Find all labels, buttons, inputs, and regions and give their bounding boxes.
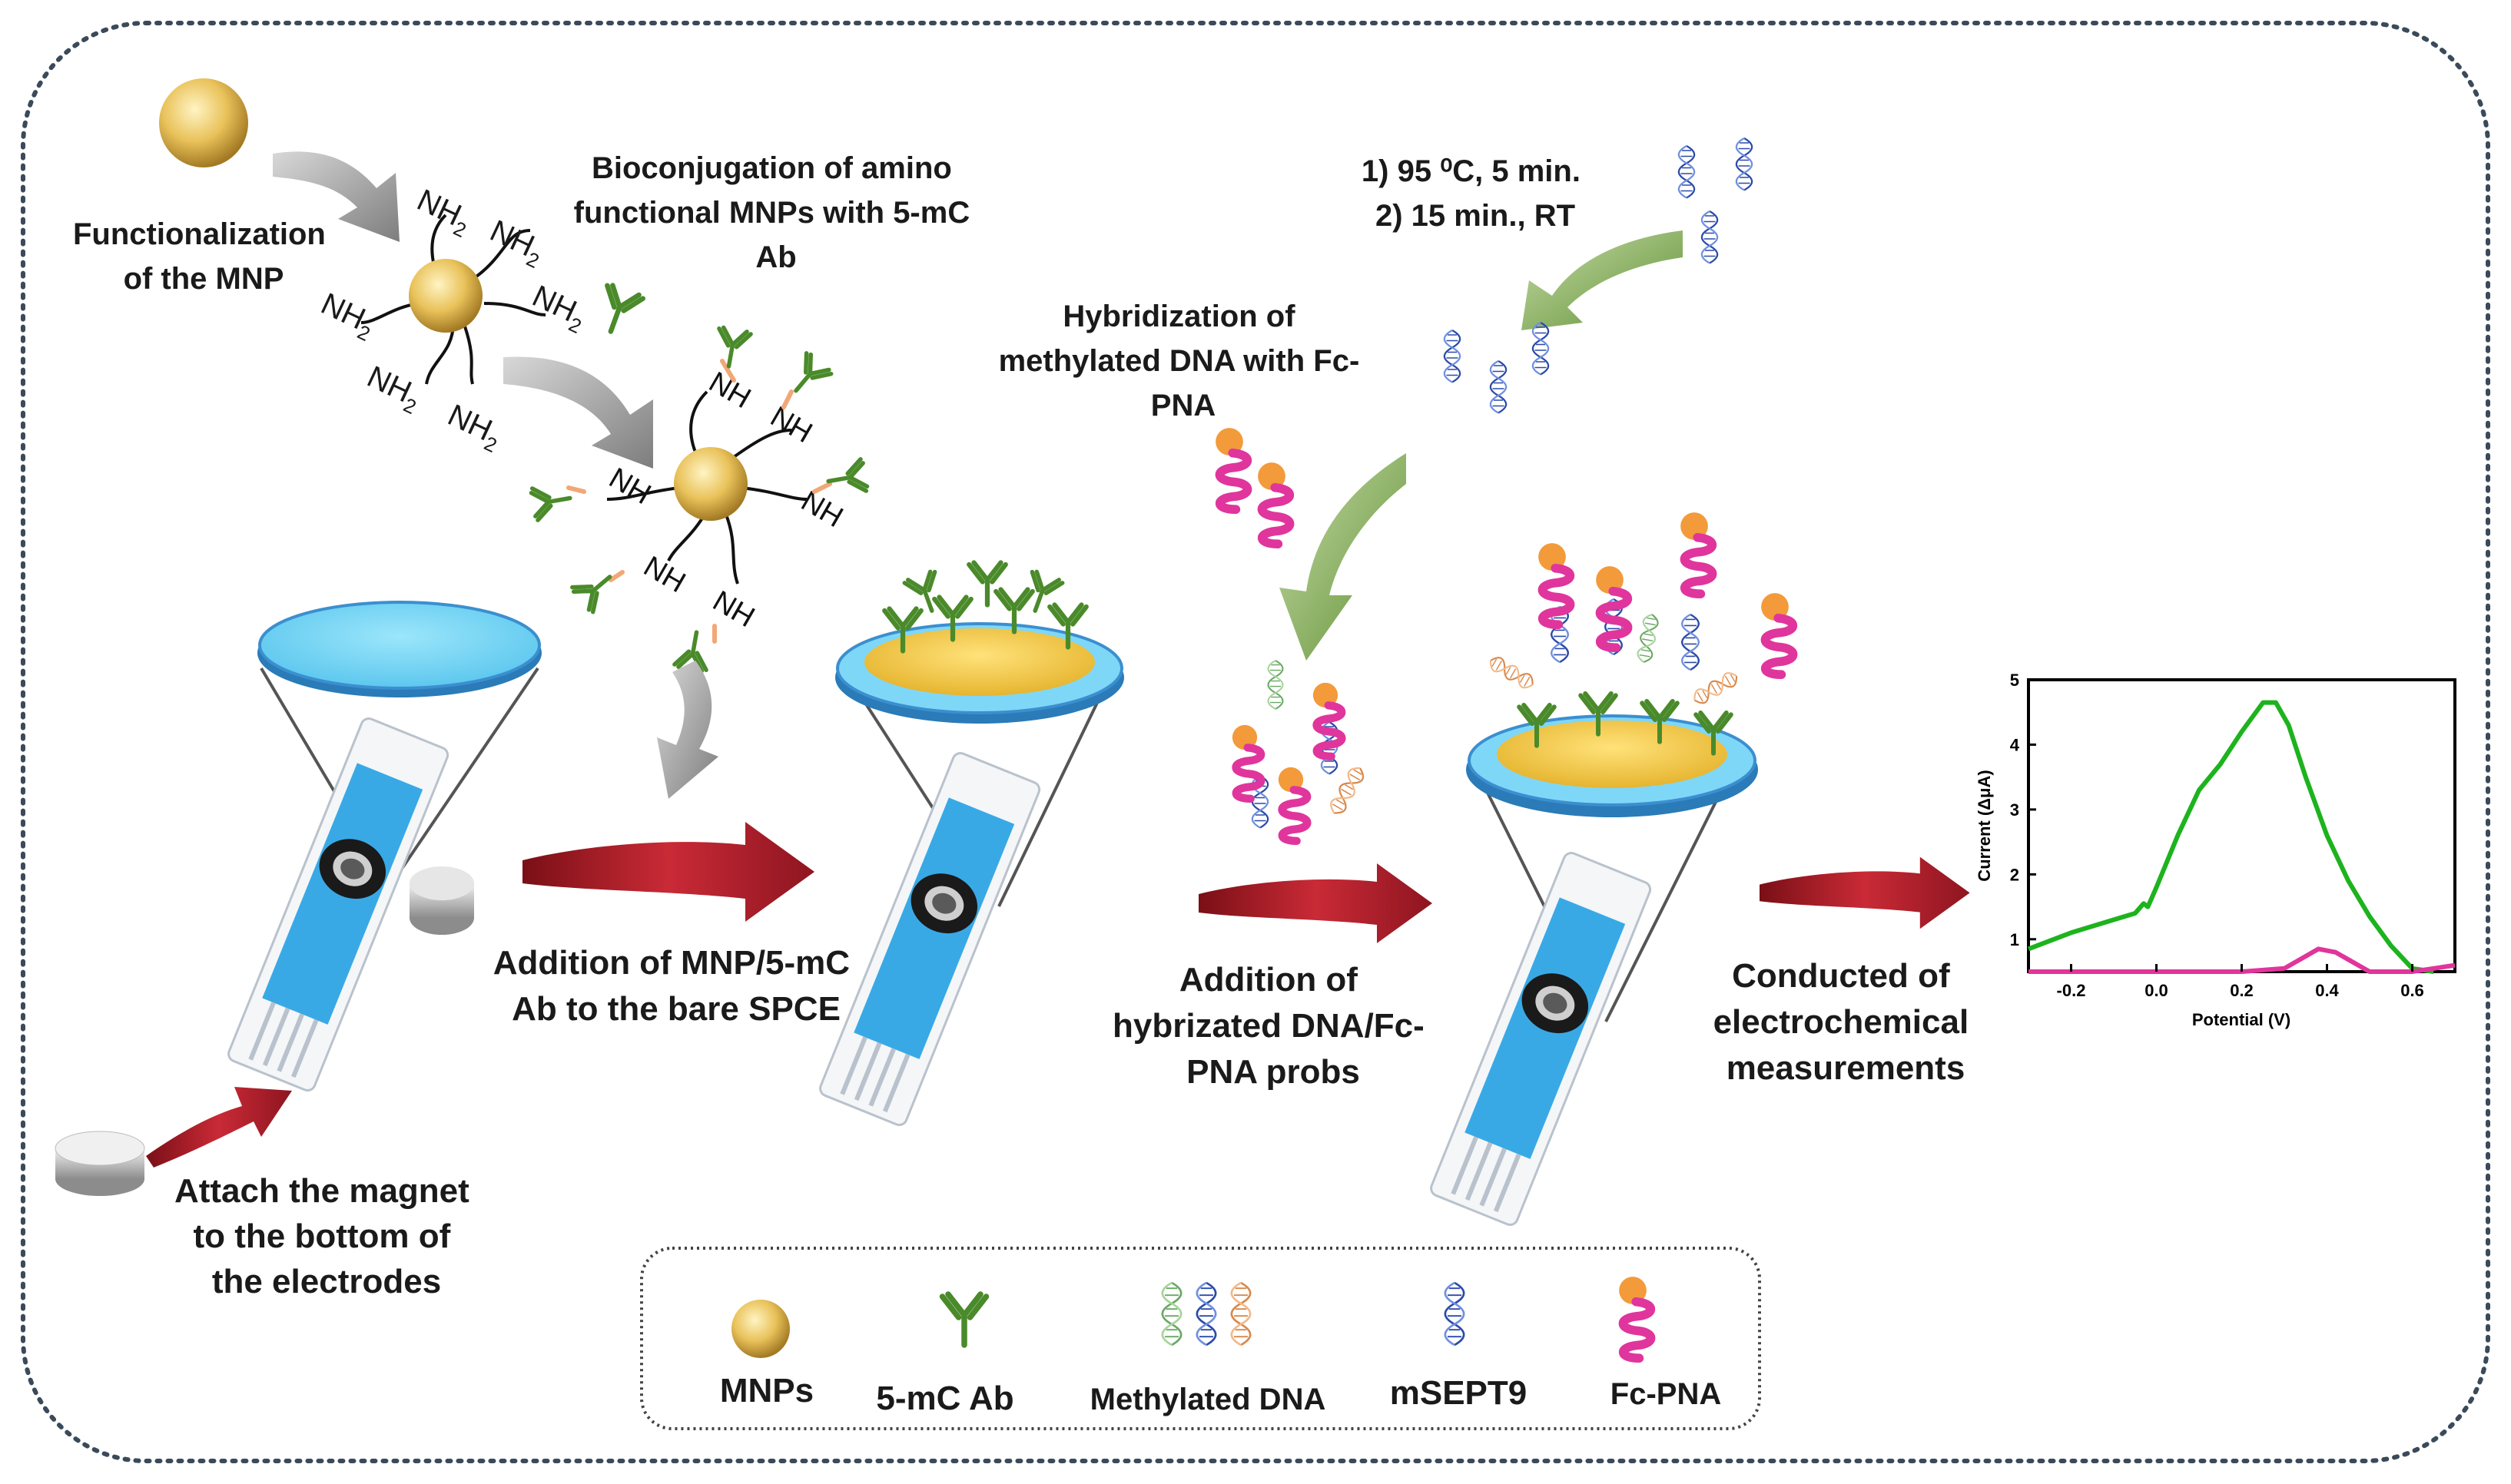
chart-x-tick-label: 0.0 bbox=[2144, 981, 2168, 1000]
legend-box bbox=[640, 1247, 1761, 1430]
chart-y-tick-label: 1 bbox=[2010, 930, 2019, 949]
svg-text:NH: NH bbox=[639, 550, 692, 599]
svg-text:NH2: NH2 bbox=[525, 279, 592, 338]
mnp-bare-icon bbox=[159, 78, 248, 167]
chart-x-axis-label: Potential (V) bbox=[2192, 1010, 2290, 1029]
chart-x-tick-label: 0.2 bbox=[2230, 981, 2254, 1000]
gray-arrow-1 bbox=[273, 151, 400, 242]
electrode-strip-3 bbox=[1429, 851, 1653, 1227]
chart-y-tick-label: 3 bbox=[2010, 800, 2019, 820]
magnet-under-strip-1 bbox=[410, 866, 474, 935]
chart-x-tick-label: 0.4 bbox=[2315, 981, 2339, 1000]
svg-text:NH2: NH2 bbox=[440, 398, 507, 457]
measurement-label: Conducted of electrochemical measurement… bbox=[1713, 957, 1979, 1087]
mnp-icon bbox=[731, 1300, 790, 1358]
legend-label-msept9: mSEPT9 bbox=[1390, 1374, 1527, 1412]
chart-y-tick-label: 2 bbox=[2010, 865, 2019, 884]
svg-text:NH2: NH2 bbox=[410, 183, 476, 242]
magnet-icon bbox=[55, 1131, 145, 1196]
chart-x-tick-label: 0.6 bbox=[2400, 981, 2424, 1000]
legend: MNPs 5-mC Ab Methylated DNA mSEPT9 Fc-PN… bbox=[720, 1277, 1721, 1417]
chart-x-tick-label: -0.2 bbox=[2057, 981, 2086, 1000]
figure-border bbox=[21, 21, 2490, 1463]
svg-text:NH: NH bbox=[796, 485, 849, 534]
hybrid-dna-cluster bbox=[1232, 659, 1368, 841]
fc-pna-pair bbox=[1216, 428, 1289, 544]
gray-arrow-2 bbox=[503, 356, 653, 469]
dpv-chart: -0.2 0.0 0.2 0.4 0.6 1 2 3 4 5 Potential (V) Cur… bbox=[1975, 671, 2456, 1029]
addition-mnp-label: Addition of MNP/5-mC Ab to the bare SPCE bbox=[493, 944, 860, 1028]
red-arrow-3 bbox=[1760, 856, 1970, 929]
legend-label-5mc-ab: 5-mC Ab bbox=[876, 1380, 1013, 1417]
ab-electrode-disk bbox=[835, 563, 1124, 907]
green-arrow-2 bbox=[1279, 453, 1406, 661]
red-arrow-2 bbox=[1199, 863, 1432, 943]
chart-y-tick-label: 5 bbox=[2010, 671, 2019, 690]
hybridization-label: Hybridization of methylated DNA with Fc-… bbox=[999, 300, 1368, 422]
red-arrow-magnet bbox=[146, 1087, 292, 1168]
legend-label-fc-pna: Fc-PNA bbox=[1610, 1377, 1721, 1411]
addition-dna-label: Addition of hybrizated DNA/Fc- PNA probs bbox=[1113, 961, 1434, 1091]
chart-y-tick-label: 4 bbox=[2010, 735, 2020, 754]
functionalization-label: Functionalization of the MNP bbox=[73, 217, 334, 296]
msept9-dna-cluster-mid bbox=[1443, 321, 1550, 414]
legend-label-mnps: MNPs bbox=[720, 1372, 814, 1409]
chart-series-line-1 bbox=[2027, 700, 2434, 974]
green-arrow-1 bbox=[1521, 230, 1683, 330]
svg-text:NH: NH bbox=[765, 400, 818, 449]
gray-arrow-3 bbox=[657, 661, 718, 799]
legend-label-methylated-dna: Methylated DNA bbox=[1090, 1383, 1326, 1416]
red-arrow-1 bbox=[522, 822, 814, 922]
assembled-electrode-disk bbox=[1466, 512, 1793, 1022]
antibody-icon-free bbox=[593, 283, 644, 338]
msept9-dna-cluster-top bbox=[1677, 137, 1753, 264]
fc-pna-icon bbox=[1619, 1277, 1650, 1358]
svg-text:NH: NH bbox=[604, 462, 657, 511]
electrode-strip-2 bbox=[818, 751, 1042, 1128]
bioconjugation-label: Bioconjugation of amino functional MNPs … bbox=[574, 151, 979, 274]
conditions-label: 1) 95 ⁰C, 5 min. 2) 15 min., RT bbox=[1362, 154, 1589, 233]
chart-y-axis-label: Current (ΔμA) bbox=[1975, 770, 1994, 881]
magnet-label: Attach the magnet to the bottom of the e… bbox=[174, 1172, 479, 1300]
svg-text:NH2: NH2 bbox=[313, 287, 380, 346]
svg-text:NH2: NH2 bbox=[360, 359, 426, 419]
